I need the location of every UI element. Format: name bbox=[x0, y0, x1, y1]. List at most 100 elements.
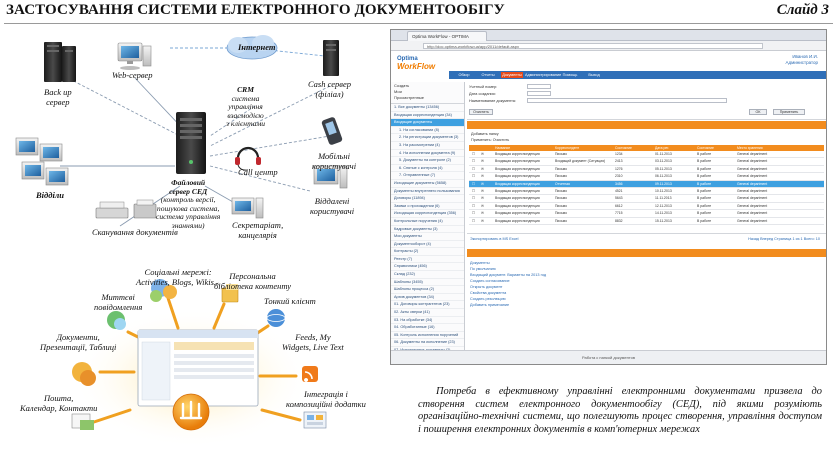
sidebar-item[interactable]: 02. Акты сверки (41) bbox=[391, 309, 464, 317]
sidebar-item[interactable]: Входящая корреспонденция (34) bbox=[391, 112, 464, 120]
col-correspondent[interactable]: Корреспондент bbox=[555, 146, 580, 150]
user-info[interactable]: Иванов И.И.Администратор bbox=[785, 54, 818, 65]
sidebar-item[interactable]: 6. Снятые с контроля (4) bbox=[391, 165, 464, 173]
export-excel-link[interactable]: Экспортировать в MS Excel bbox=[470, 236, 519, 241]
sidebar-item[interactable]: 01. Договоры контрагентов (23) bbox=[391, 301, 464, 310]
table-cell: 5643 bbox=[615, 196, 623, 201]
preview-link[interactable]: По умолчанию bbox=[470, 266, 496, 271]
call-center-label: Call центр bbox=[238, 167, 278, 177]
preview-link[interactable]: Свойства документа bbox=[470, 290, 507, 295]
preview-link[interactable]: Создать резолюцию bbox=[470, 296, 506, 301]
col-state[interactable]: Состояние bbox=[615, 146, 632, 150]
sidebar-item[interactable]: Мои документы bbox=[391, 233, 464, 241]
row-checkbox[interactable]: ☐ bbox=[472, 203, 476, 208]
row-checkbox[interactable]: ☐ bbox=[472, 166, 476, 171]
sidebar-item[interactable]: Контрольные поручения (4) bbox=[391, 218, 464, 226]
date-input[interactable] bbox=[527, 91, 551, 96]
row-checkbox[interactable]: ☐ bbox=[472, 218, 476, 223]
sidebar-item[interactable]: Кадровые документы (3) bbox=[391, 226, 464, 234]
col-storage[interactable]: Место хранения bbox=[737, 146, 763, 150]
nav-tab-exit[interactable]: Выход bbox=[588, 73, 600, 77]
preview-link[interactable]: Документы bbox=[470, 260, 490, 265]
sidebar-item[interactable]: Шаблоны процесса (2) bbox=[391, 286, 464, 294]
sidebar-item[interactable]: 06. Документы на исполнение (23) bbox=[391, 339, 464, 347]
apply-clear-link[interactable]: Применить: Очистить bbox=[471, 138, 510, 142]
table-cell: Входящий документ (Ситуация) bbox=[555, 159, 606, 164]
sidebar-item[interactable]: Документы внутреннего пользования bbox=[391, 188, 464, 196]
sidebar-item[interactable]: Реестр (7) bbox=[391, 256, 464, 264]
name-input[interactable] bbox=[527, 98, 727, 103]
sidebar-item[interactable]: 05. Контроль исполнения поручений bbox=[391, 332, 464, 340]
ok-button[interactable]: ОК bbox=[749, 109, 767, 115]
row-checkbox[interactable]: ☐ bbox=[472, 152, 476, 156]
row-checkbox[interactable]: ☐ bbox=[472, 159, 476, 164]
sidebar-item[interactable]: Входящие документы bbox=[391, 119, 464, 127]
departments-pcs-icon bbox=[15, 137, 69, 186]
table-cell: 2310 bbox=[615, 174, 623, 179]
sidebar-item[interactable]: Исходящие документы (5658) bbox=[391, 180, 464, 188]
sidebar-item[interactable]: Справочники (456) bbox=[391, 263, 464, 272]
sidebar-item[interactable]: 03. На обработке (34) bbox=[391, 317, 464, 325]
sidebar-item[interactable]: 1. На согласовании (8) bbox=[391, 127, 464, 135]
cash-server-icon bbox=[323, 40, 339, 76]
mobile-phone-icon bbox=[321, 117, 343, 145]
table-cell: В работе bbox=[697, 181, 712, 186]
table-cell: General department bbox=[737, 159, 768, 164]
sidebar-item[interactable]: Контракты (2) bbox=[391, 248, 464, 256]
sidebar-item[interactable]: 2. На регистрации документов (3) bbox=[391, 134, 464, 142]
browser-tab[interactable]: Optima WorkFlow - OPTIMA WorkFlow bbox=[407, 31, 487, 48]
sidebar-item[interactable]: Исходящая корреспонденция (356) bbox=[391, 210, 464, 218]
col-status[interactable]: Состояние bbox=[697, 146, 714, 150]
row-checkbox[interactable]: ☐ bbox=[472, 211, 476, 216]
nav-tab-overview[interactable]: Обзор bbox=[458, 73, 470, 77]
address-input[interactable]: http://doc.optima-workflow.ua/app/2011/d… bbox=[423, 43, 763, 49]
preview-link[interactable]: Создать согласование bbox=[470, 278, 510, 283]
sidebar-item[interactable]: Документооборот (4) bbox=[391, 241, 464, 249]
row-checkbox[interactable]: ☐ bbox=[472, 196, 476, 201]
add-folder-link[interactable]: Добавить папку bbox=[471, 132, 499, 136]
nav-tab-documents[interactable]: Документы bbox=[501, 72, 523, 78]
sidebar-item[interactable]: Заявки о прохождении (6) bbox=[391, 203, 464, 211]
col-date[interactable]: Дата рег. bbox=[655, 146, 669, 150]
sidebar-item[interactable]: Договоры (11894) bbox=[391, 195, 464, 203]
table-pager: Экспортировать в MS Excel Назад Вперед С… bbox=[467, 232, 826, 243]
sidebar-item[interactable]: Архив документов (34) bbox=[391, 294, 464, 302]
table-cell: В работе bbox=[697, 218, 712, 223]
sidebar-item[interactable]: 04. Обработанные (16) bbox=[391, 324, 464, 332]
pagination[interactable]: Назад Вперед Страница 1 из 1 Всего: 10 bbox=[748, 236, 820, 241]
documents-label: Документи,Презентації, Таблиці bbox=[40, 332, 117, 352]
preview-link[interactable]: Входящий документ. Варианты на 2013 год bbox=[470, 272, 547, 277]
preview-link[interactable]: Добавить примечание bbox=[470, 302, 510, 307]
sidebar-item[interactable]: 5. Документы на контроле (2) bbox=[391, 157, 464, 165]
sidebar-item[interactable]: Шаблоны (3455) bbox=[391, 279, 464, 287]
sidebar-item[interactable]: 4. На исполнении документа (9) bbox=[391, 150, 464, 158]
clear-button[interactable]: Очистить bbox=[469, 109, 493, 115]
sidebar-item[interactable]: 7. Отправленные (7) bbox=[391, 172, 464, 180]
apply-button[interactable]: Применить bbox=[773, 109, 805, 115]
nav-tab-admin[interactable]: Администрирование bbox=[525, 73, 562, 77]
preview-link[interactable]: Открыть документ bbox=[470, 284, 503, 289]
number-input[interactable] bbox=[527, 84, 551, 89]
sidebar-item[interactable]: 3. На рассмотрении (4) bbox=[391, 142, 464, 150]
nav-tab-reports[interactable]: Отчеты bbox=[481, 73, 495, 77]
row-checkbox[interactable]: ☐ bbox=[472, 188, 476, 193]
sidebar-item[interactable]: Склад (232) bbox=[391, 271, 464, 279]
col-name[interactable]: Название bbox=[495, 146, 511, 150]
nav-tab-help[interactable]: Помощь bbox=[562, 73, 578, 77]
sidebar-item[interactable]: 1. Все документы (13456) bbox=[391, 104, 464, 112]
row-checkbox[interactable]: ☐ bbox=[472, 174, 476, 179]
thin-client-label: Тонкий клієнт bbox=[264, 296, 316, 306]
app-body: Создать Мои Просмотренные 1. Все докумен… bbox=[391, 82, 826, 364]
row-checkbox[interactable]: ☐ bbox=[472, 181, 476, 186]
web-server-label: Web-сервер bbox=[112, 70, 153, 80]
